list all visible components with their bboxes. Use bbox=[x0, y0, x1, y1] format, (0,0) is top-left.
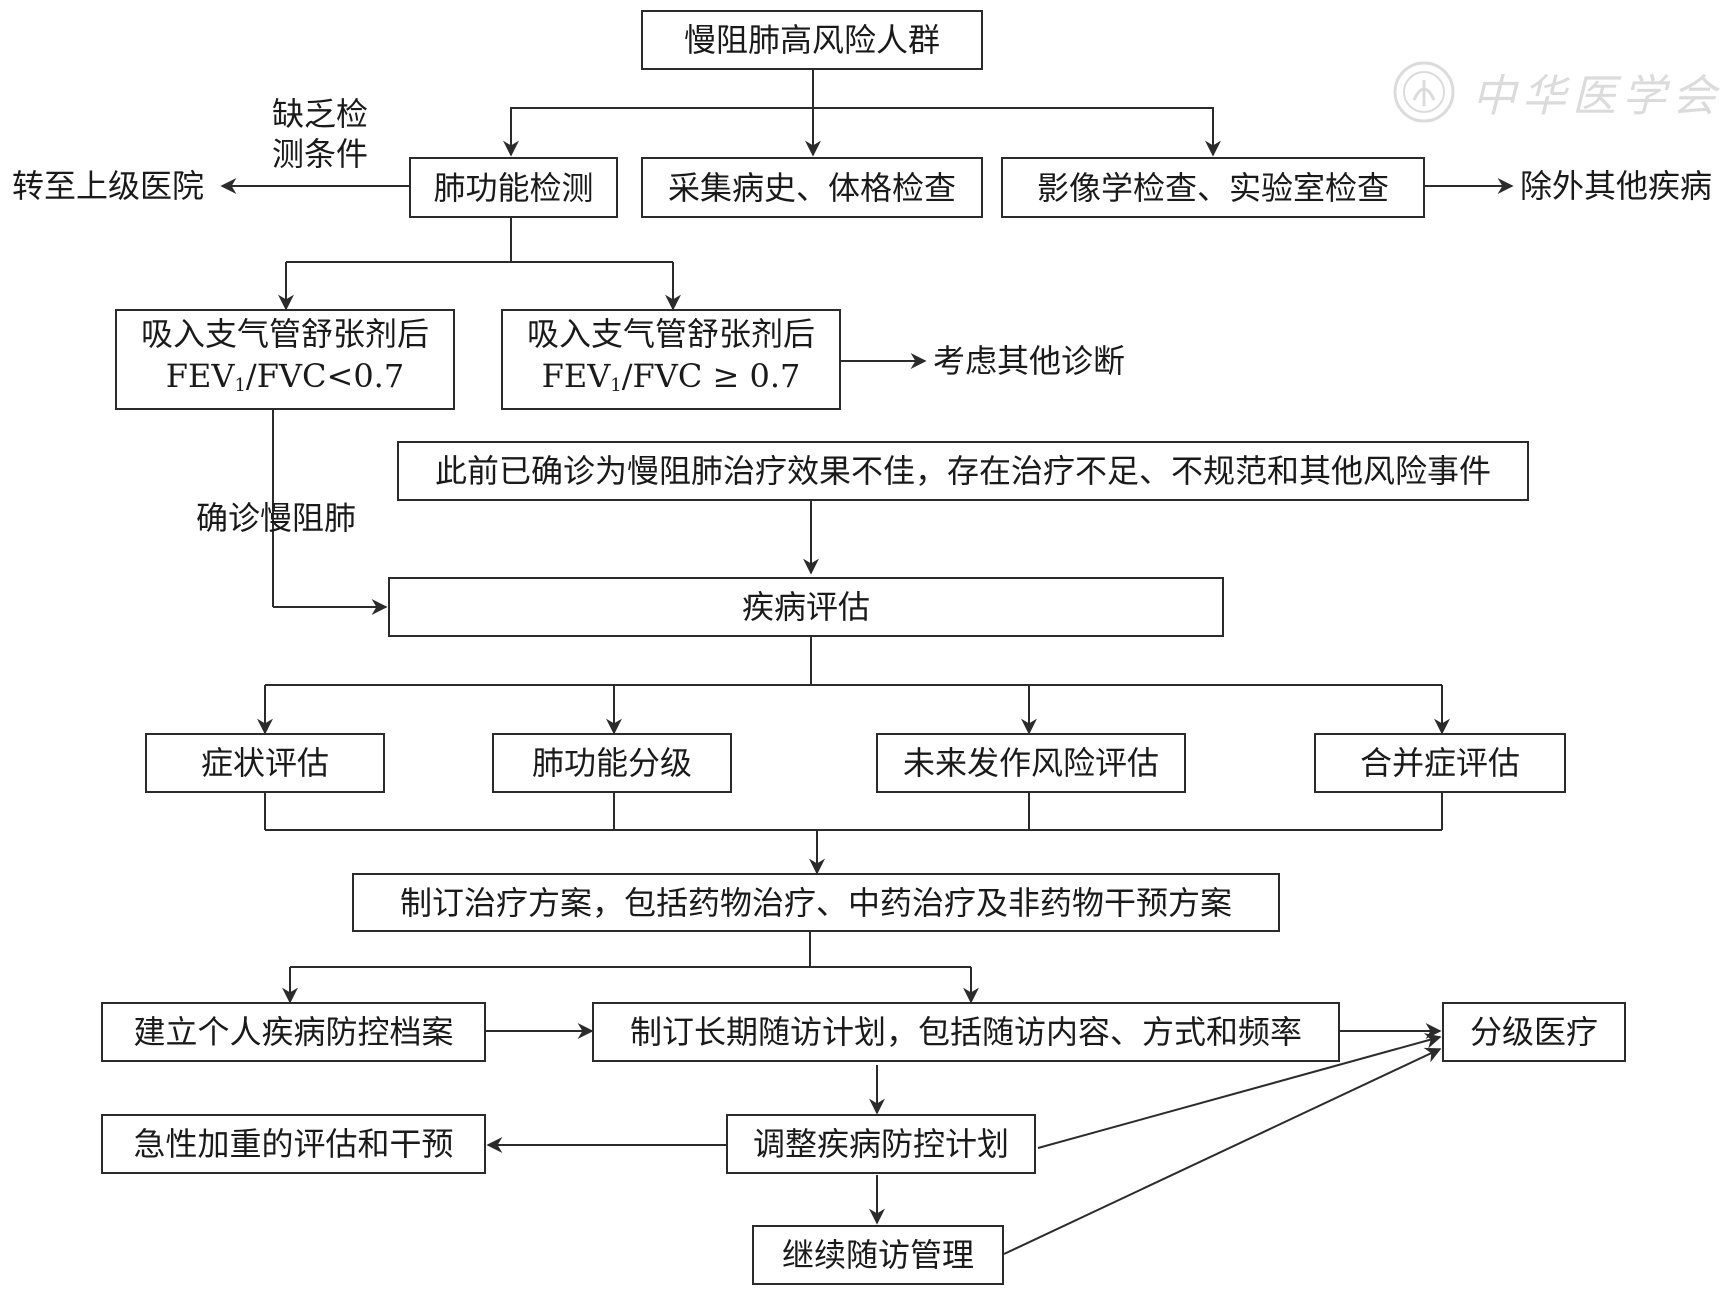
lung-function-test-box: 肺功能检测 bbox=[409, 157, 618, 218]
post-bd-ratio-above-box: 吸入支气管舒张剂后 FEV1/FVC ≥ 0.7 bbox=[501, 309, 841, 410]
prior-diagnosis-poor-outcome-box: 此前已确诊为慢阻肺治疗效果不佳，存在治疗不足、不规范和其他风险事件 bbox=[397, 441, 1529, 501]
watermark-text: 中华医学会 bbox=[1472, 71, 1722, 122]
acute-exacerbation-box: 急性加重的评估和干预 bbox=[101, 1114, 486, 1174]
society-emblem-icon bbox=[1393, 61, 1455, 123]
high-risk-population-box: 慢阻肺高风险人群 bbox=[641, 10, 983, 70]
consider-other-diagnosis-label: 考虑其他诊断 bbox=[933, 342, 1126, 380]
comorbidity-assessment-box: 合并症评估 bbox=[1314, 733, 1566, 793]
adjust-prevention-plan-box: 调整疾病防控计划 bbox=[726, 1114, 1036, 1174]
confirmed-copd-label: 确诊慢阻肺 bbox=[196, 499, 357, 537]
disease-assessment-box: 疾病评估 bbox=[388, 577, 1224, 637]
refer-higher-hospital-label: 转至上级医院 bbox=[12, 167, 205, 205]
tiered-medical-care-box: 分级医疗 bbox=[1442, 1002, 1626, 1062]
continue-followup-box: 继续随访管理 bbox=[752, 1225, 1004, 1285]
symptom-assessment-box: 症状评估 bbox=[145, 733, 385, 793]
lung-function-grading-box: 肺功能分级 bbox=[492, 733, 732, 793]
lack-test-conditions-line1: 缺乏检 bbox=[272, 95, 369, 133]
exclude-other-diseases-label: 除外其他疾病 bbox=[1520, 167, 1713, 205]
history-physical-exam-box: 采集病史、体格检查 bbox=[641, 157, 983, 218]
long-term-followup-plan-box: 制订长期随访计划，包括随访内容、方式和频率 bbox=[592, 1002, 1340, 1062]
personal-disease-file-box: 建立个人疾病防控档案 bbox=[101, 1002, 486, 1062]
post-bd-ratio-below-box: 吸入支气管舒张剂后 FEV1/FVC<0.7 bbox=[115, 309, 455, 410]
watermark: 中华医学会 bbox=[1392, 60, 1722, 124]
exacerbation-risk-assessment-box: 未来发作风险评估 bbox=[876, 733, 1186, 793]
treatment-plan-box: 制订治疗方案，包括药物治疗、中药治疗及非药物干预方案 bbox=[352, 873, 1280, 932]
lack-test-conditions-line2: 测条件 bbox=[272, 135, 369, 173]
imaging-lab-exam-box: 影像学检查、实验室检查 bbox=[1001, 157, 1425, 218]
